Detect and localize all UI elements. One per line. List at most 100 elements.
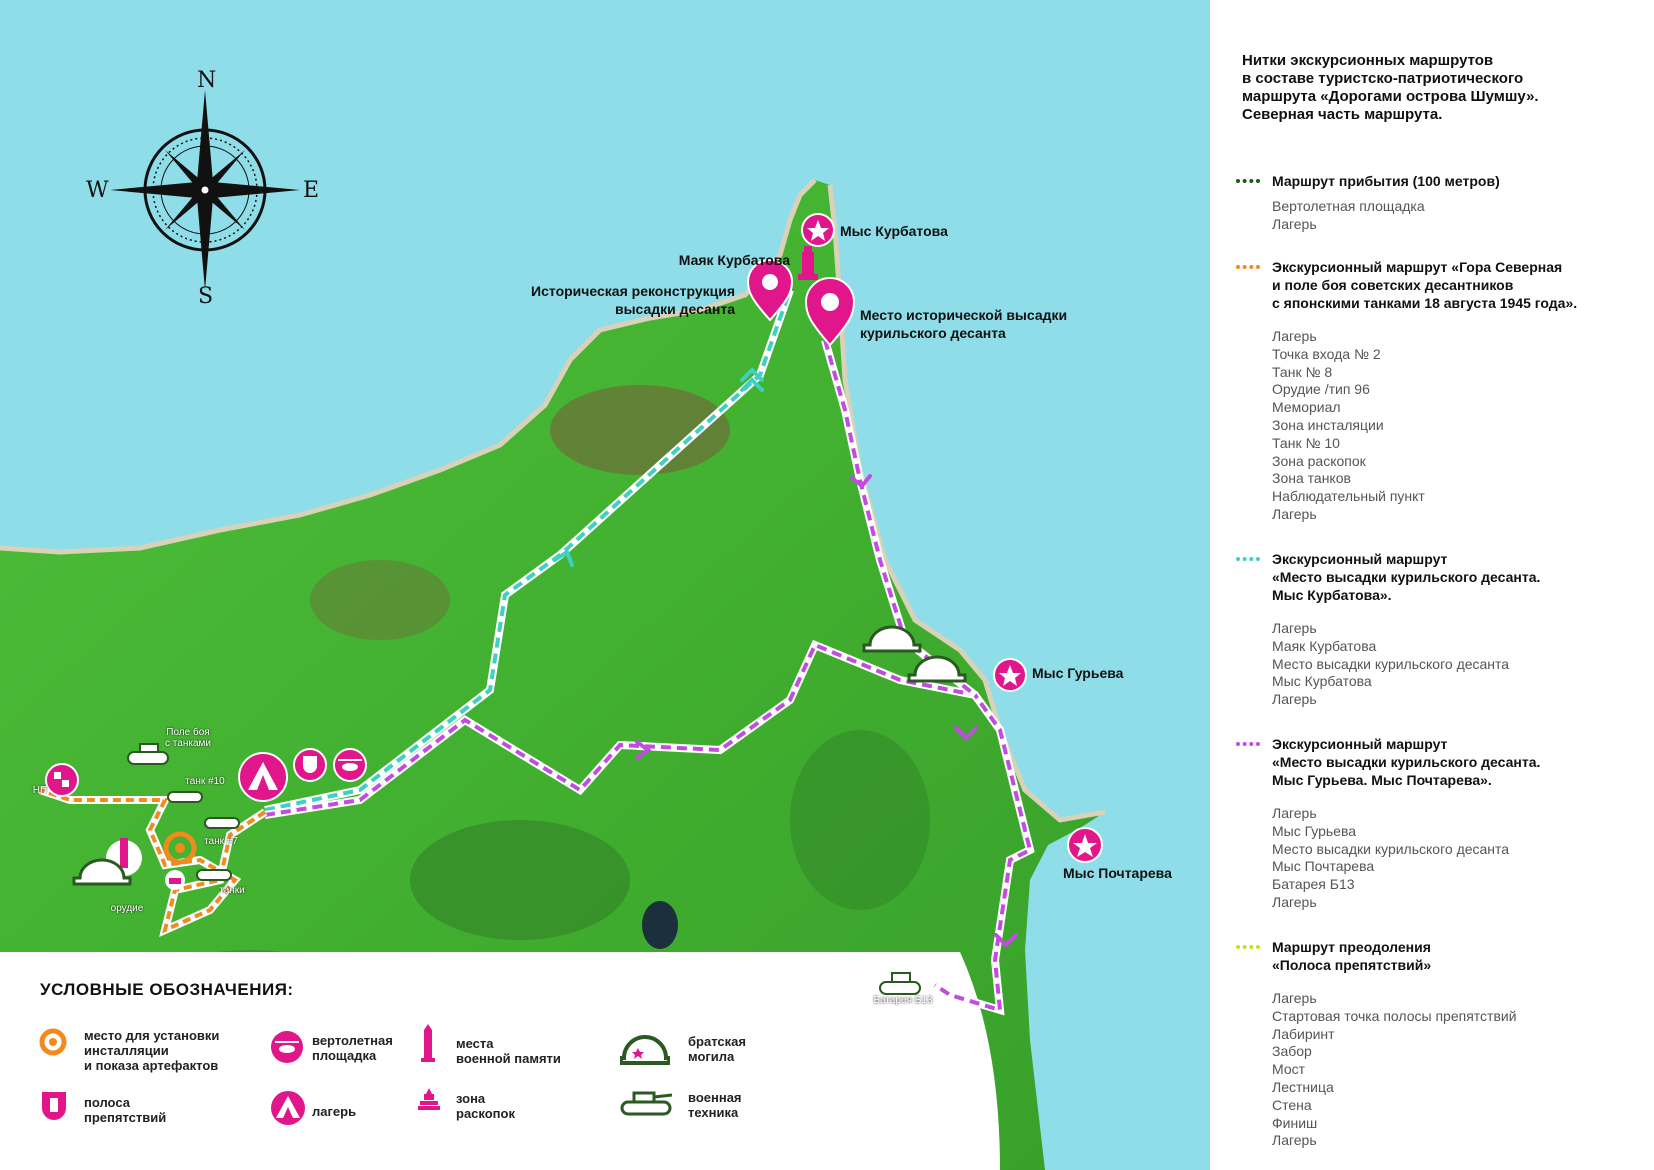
camp-icon[interactable] <box>238 752 288 802</box>
route-orange-swatch <box>1236 265 1260 269</box>
legend-card <box>0 952 1000 1170</box>
legend-tech: военная техника <box>688 1090 742 1120</box>
obstacle-course-icon[interactable] <box>293 748 327 782</box>
list-item: Маяк Курбатова <box>1272 637 1377 654</box>
legend-excavation: зона раскопок <box>456 1091 515 1121</box>
compass-s: S <box>198 284 214 309</box>
label-battlefield-1: Поле боя <box>166 727 210 738</box>
legend-helipad-icon <box>271 1031 303 1063</box>
list-item: Место высадки курильского десанта <box>1272 840 1510 857</box>
list-item: Танк № 10 <box>1272 434 1340 451</box>
map-area: N S E W Мыс Курбатова Маяк Курбатова Ист… <box>0 0 1210 1170</box>
label-mayak-kurbatova: Маяк Курбатова <box>678 252 790 268</box>
label-mys-guryeva: Мыс Гурьева <box>1032 665 1124 681</box>
helipad-icon[interactable] <box>333 748 367 782</box>
route-gora-severnaya: Экскурсионный маршрут «Гора Северная и п… <box>1236 258 1646 524</box>
legend-installation: место для установки инсталляции и показа… <box>84 1028 220 1073</box>
label-mys-kurbatova: Мыс Курбатова <box>840 223 948 239</box>
legend-memory-icon <box>421 1024 435 1062</box>
terrain-patch <box>790 730 930 910</box>
tank-icons <box>127 743 921 995</box>
list-item: Орудие /тип 96 <box>1272 381 1370 398</box>
legend-title: УСЛОВНЫЕ ОБОЗНАЧЕНИЯ: <box>40 980 294 999</box>
label-tank7: танк #7 <box>204 836 238 847</box>
legend-camp: лагерь <box>312 1104 357 1119</box>
list-item: Мост <box>1272 1061 1306 1078</box>
label-landing-1: Место исторической высадки <box>860 307 1068 323</box>
list-item: Лагерь <box>1272 990 1317 1006</box>
route-mys-kurbatova: Экскурсионный маршрут «Место высадки кур… <box>1236 550 1646 709</box>
route-magenta-swatch <box>1236 742 1260 746</box>
route-mys-guryeva: Экскурсионный маршрут «Место высадки кур… <box>1236 735 1646 912</box>
route-cyan-swatch <box>1236 557 1260 561</box>
terrain-patch <box>310 560 450 640</box>
label-mys-pochtareva: Мыс Почтарева <box>1063 865 1172 881</box>
legend-excavation-icon <box>418 1088 440 1110</box>
list-item: Стена <box>1272 1096 1312 1113</box>
list-item: Место высадки курильского десанта <box>1272 655 1510 672</box>
list-item: Вертолетная площадка <box>1272 198 1425 214</box>
lighthouse-icon[interactable] <box>798 246 818 280</box>
list-item: Зона раскопок <box>1272 452 1366 469</box>
route-obstacle: Маршрут преодоления «Полоса препятствий»… <box>1236 938 1646 1150</box>
pin-icon-landing[interactable] <box>804 277 856 347</box>
label-battery: Батарея Б13 <box>873 995 933 1006</box>
pin-icon-reconstruction[interactable] <box>745 245 794 322</box>
list-item: Лагерь <box>1272 805 1317 821</box>
lake <box>642 901 678 949</box>
list-item: Стартовая точка полосы препятствий <box>1272 1007 1517 1024</box>
route-orange-dash <box>39 788 267 934</box>
label-battlefield-2: с танками <box>165 738 211 749</box>
list-item: Лагерь <box>1272 893 1317 910</box>
grave-helmets <box>72 625 967 886</box>
terrain-patch <box>550 385 730 475</box>
panel-title: Нитки экскурсионных маршрутов в составе … <box>1242 52 1539 123</box>
route-chevrons <box>553 367 1018 948</box>
list-item: Мемориал <box>1272 399 1341 416</box>
list-item: Лабиринт <box>1272 1025 1335 1042</box>
legend-helipad: вертолетная площадка <box>312 1033 393 1063</box>
legend-tech-icon <box>620 1091 673 1116</box>
list-item: Лагерь <box>1272 215 1317 232</box>
route-panel <box>1210 0 1654 1170</box>
terrain-patch <box>410 820 630 940</box>
map-canvas <box>0 90 1106 1170</box>
np-icon[interactable] <box>45 763 79 797</box>
route-cyan-dash <box>264 289 792 812</box>
list-item: Лагерь <box>1272 328 1317 344</box>
list-item: Лестница <box>1272 1078 1334 1095</box>
marker-mys-guryeva[interactable] <box>993 658 1027 692</box>
list-item: Мыс Гурьева <box>1272 822 1357 839</box>
route-magenta-dash <box>264 642 1033 1013</box>
label-tanki: танки <box>219 885 245 896</box>
list-item: Лагерь <box>1272 620 1317 636</box>
marker-mys-kurbatova[interactable] <box>801 213 835 247</box>
marker-mys-pochtareva[interactable] <box>1067 827 1103 863</box>
compass-rose <box>110 90 300 290</box>
legend-memory: места военной памяти <box>456 1036 561 1066</box>
list-item: Батарея Б13 <box>1272 876 1355 893</box>
list-item: Лагерь <box>1272 691 1317 708</box>
legend-obstacle: полоса препятствий <box>84 1095 167 1125</box>
compass-e: E <box>303 178 320 203</box>
legend-grave-icon <box>620 1035 670 1065</box>
list-item: Танк № 8 <box>1272 363 1333 380</box>
route-arrival-swatch <box>1236 179 1260 183</box>
label-tank10: танк #10 <box>185 776 225 787</box>
legend-installation-icon <box>39 1028 67 1056</box>
list-item: Зона танков <box>1272 470 1351 487</box>
list-item: Точка входа № 2 <box>1272 345 1381 362</box>
legend-camp-icon <box>271 1091 305 1125</box>
legend-obstacle-icon <box>42 1092 66 1120</box>
legend-grave: братская могила <box>688 1034 746 1064</box>
label-reconstruction-2: высадки десанта <box>614 301 735 317</box>
label-np: НП <box>32 785 48 796</box>
list-item: Наблюдательный пункт <box>1272 488 1425 505</box>
list-item: Зона инсталяции <box>1272 416 1384 433</box>
label-landing-2: курильского десанта <box>860 325 1006 341</box>
label-orudie: орудие <box>110 903 144 914</box>
installation-icon[interactable] <box>163 831 197 865</box>
compass-w: W <box>86 178 109 203</box>
excavation-icon[interactable] <box>165 870 185 890</box>
island-land <box>0 180 1105 1170</box>
